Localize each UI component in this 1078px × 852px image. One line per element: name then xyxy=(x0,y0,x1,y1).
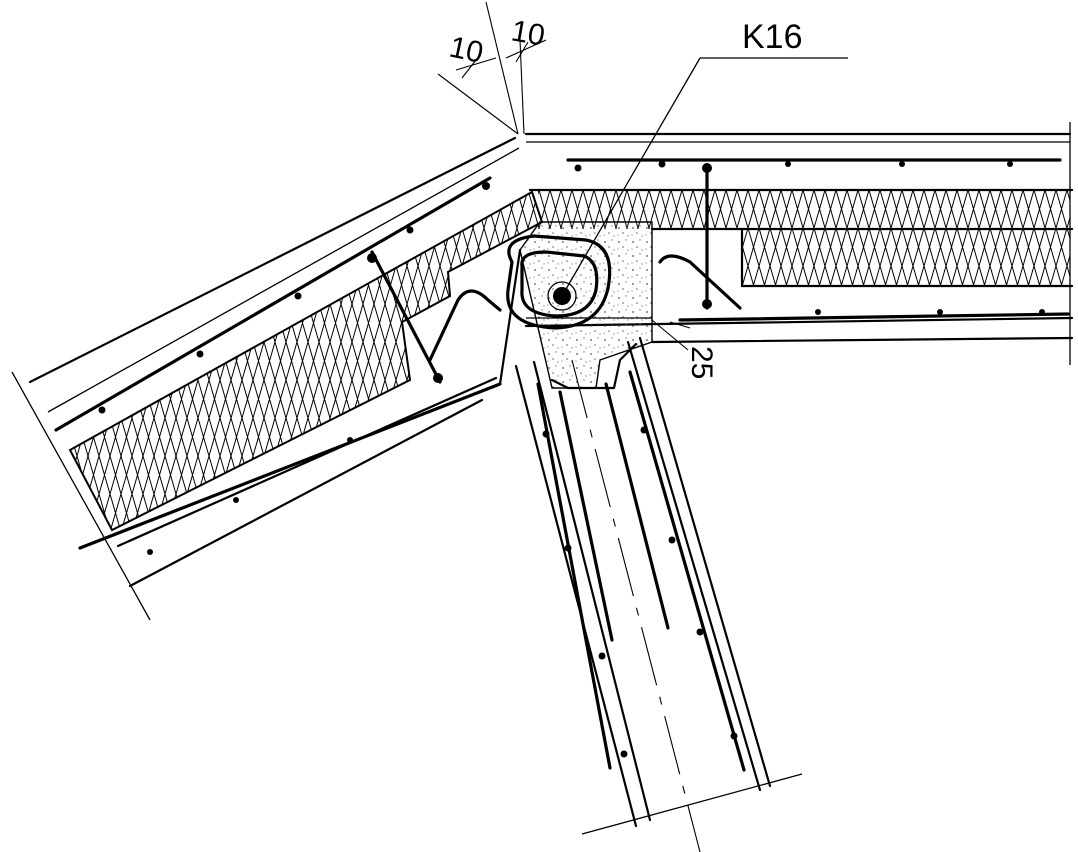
left-panel-hook-bar xyxy=(428,289,502,362)
dim-25-tick xyxy=(669,321,691,329)
joint-loop-bar-inner xyxy=(520,250,599,318)
wall-rebar-dots xyxy=(542,426,738,758)
left-panel-end-face xyxy=(498,248,522,386)
left-panel-inner-face-outer xyxy=(128,398,484,588)
dim-right-ext-line-b xyxy=(519,39,525,135)
wall-inner-bar-left xyxy=(558,390,614,642)
joint-loop-bar-outer xyxy=(506,234,612,330)
dimension-25: 25 xyxy=(651,319,718,379)
dim-left-label: 10 xyxy=(447,31,487,70)
dim-right-tick xyxy=(515,41,529,63)
wall-right-face xyxy=(626,340,762,792)
concrete-joint xyxy=(506,221,653,389)
wall-top-cap xyxy=(550,342,638,390)
right-panel-rebar-dots xyxy=(574,160,1045,315)
wall-break-line xyxy=(581,773,803,835)
left-panel-top-rebar xyxy=(54,176,492,432)
dimension-10-left: 10 xyxy=(437,31,519,135)
right-panel-bottom-rebar xyxy=(678,312,1070,322)
left-roof-panel xyxy=(11,136,544,621)
diagonal-wall-panel xyxy=(514,336,803,852)
k16-callout-label: K16 xyxy=(742,18,803,56)
right-panel-insulation-lower xyxy=(742,230,1070,286)
left-panel-outer-face xyxy=(28,136,517,384)
wall-left-face-outer xyxy=(514,364,638,828)
k16-rebar-ring xyxy=(547,281,577,311)
dim-right-label: 10 xyxy=(509,14,548,52)
right-panel-hook-bar xyxy=(658,254,742,310)
right-wall-panel xyxy=(524,122,1074,365)
dim-25-leader xyxy=(651,319,689,351)
dimension-10-right: 10 xyxy=(485,1,548,135)
left-panel-outer-face-inner xyxy=(47,147,520,413)
wall-inner-bar-right xyxy=(604,382,670,630)
right-panel-inner-face-outer xyxy=(650,336,1074,344)
left-panel-bottom-rebar xyxy=(78,382,502,550)
k16-callout-leader xyxy=(561,57,701,297)
dim-25-label: 25 xyxy=(685,346,718,379)
dim-left-leader xyxy=(437,73,519,135)
wall-left-rebar xyxy=(536,382,612,770)
dim-right-tick-line xyxy=(505,39,547,59)
left-panel-rebar-dots xyxy=(98,182,490,555)
left-panel-inner-face xyxy=(116,376,498,548)
wall-centerline xyxy=(571,359,701,852)
joint-concrete-fill xyxy=(519,221,653,389)
left-panel-insulation xyxy=(68,190,544,532)
dim-left-tick-line xyxy=(455,57,497,71)
dim-right-ext-line-a xyxy=(485,1,519,135)
wall-left-face xyxy=(532,360,652,822)
wall-right-rebar xyxy=(628,370,746,772)
k16-callout: K16 xyxy=(561,18,848,297)
left-panel-break-line xyxy=(11,371,151,621)
wall-right-face-outer xyxy=(638,336,772,788)
dim-left-tick xyxy=(461,59,477,79)
